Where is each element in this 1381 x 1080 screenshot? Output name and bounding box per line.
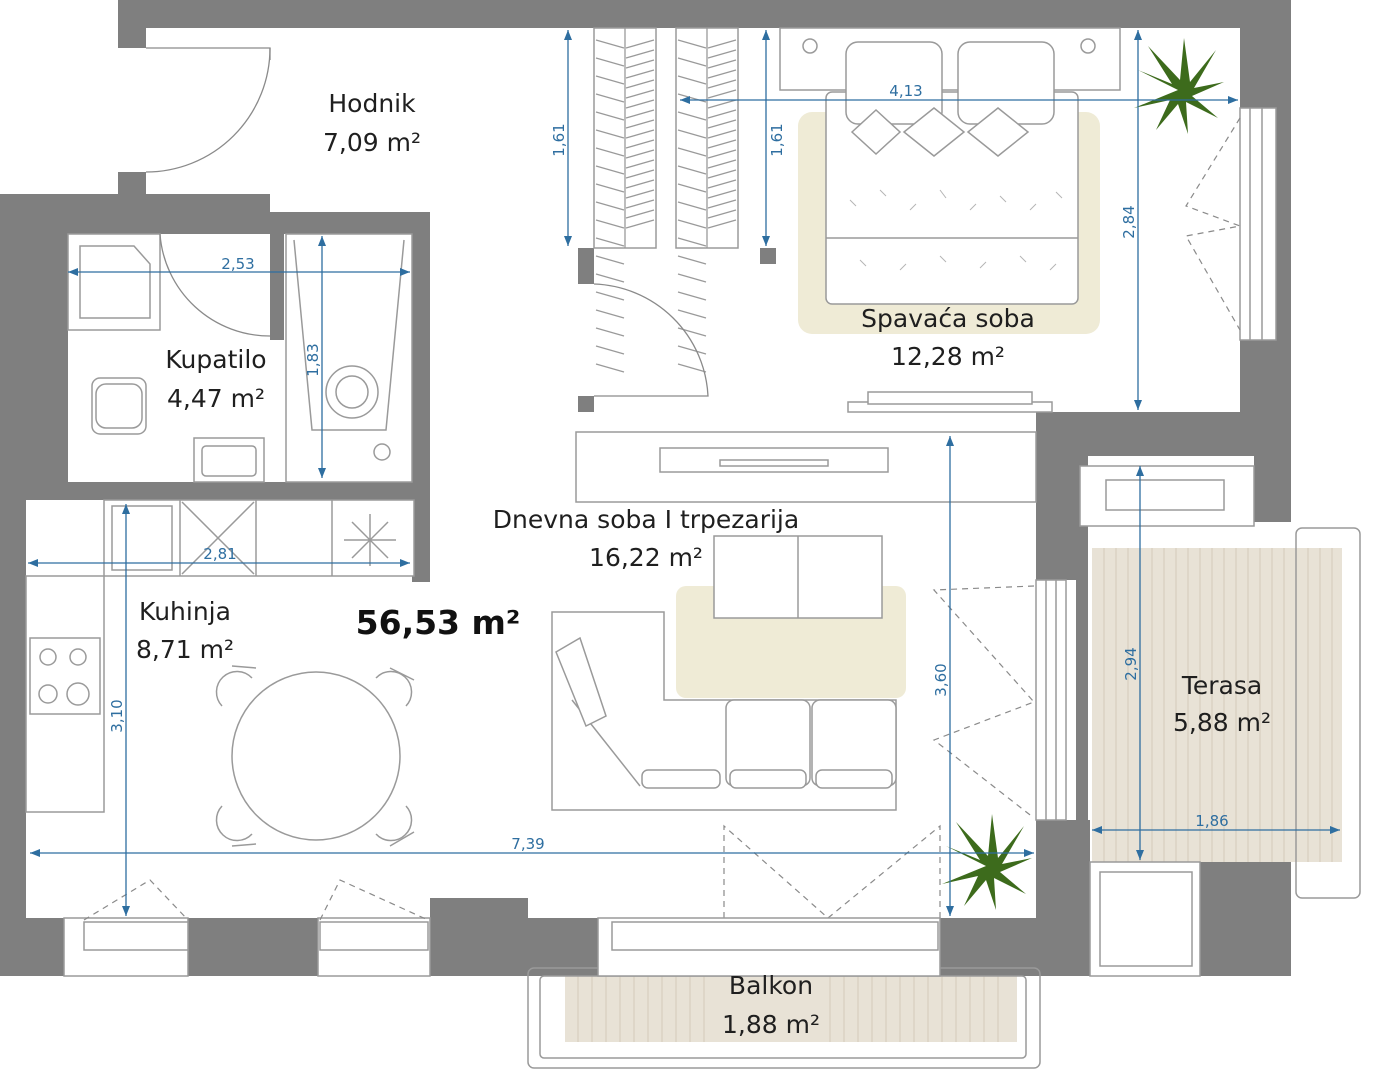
dimension-lines [28,30,1340,916]
dimension-labels: 2,53 1,83 1,61 1,61 4,13 2,84 2,81 3,10 … [108,82,1229,853]
room-area-hodnik: 7,09 m² [323,128,421,157]
floors [527,527,1361,1069]
balcony-stripes [577,976,999,1042]
room-area-terasa: 5,88 m² [1173,708,1271,737]
bathroom-door [159,233,271,337]
room-area-dnevna: 16,22 m² [589,543,703,572]
dim-wardrobe-left: 1,61 [550,123,568,156]
room-name-terasa: Terasa [1181,671,1262,700]
dim-bath-width: 2,53 [221,255,254,273]
room-labels: Hodnik 7,09 m² Kupatilo 4,47 m² Spavaća … [136,89,1271,1039]
plant-icon [942,38,1224,910]
total-area: 56,53 m² [356,603,521,642]
dim-kitchen-height: 3,10 [108,699,126,732]
dim-terrace-width: 1,86 [1195,812,1228,830]
room-name-kupatilo: Kupatilo [165,345,266,374]
living-furniture [551,431,1067,919]
dim-living-height: 3,60 [932,663,950,696]
wardrobes [593,27,739,397]
room-name-kuhinja: Kuhinja [139,597,231,626]
room-area-kuhinja: 8,71 m² [136,635,234,664]
bedroom-door [593,283,709,397]
kitchen-furniture [25,499,415,847]
dim-bedroom-height: 2,84 [1120,205,1138,238]
dim-bedroom-width: 4,13 [889,82,922,100]
dim-kitchen-width: 2,81 [203,545,236,563]
walls [0,0,1291,976]
bathroom-furniture [67,233,413,483]
dim-total-width: 7,39 [511,835,544,853]
windows [63,465,1255,977]
room-name-dnevna: Dnevna soba I trpezarija [493,505,799,534]
bedroom-furniture [779,27,1277,413]
room-area-kupatilo: 4,47 m² [167,384,265,413]
dim-wardrobe-right: 1,61 [768,123,786,156]
room-name-hodnik: Hodnik [328,89,416,118]
dim-terrace-height: 2,94 [1122,647,1140,680]
snowflake-icon [344,514,396,566]
terrace-floor [1092,548,1342,862]
room-name-spavaca: Spavaća soba [861,304,1035,333]
hall-area [145,47,271,173]
entrance-door [145,47,271,173]
room-name-balkon: Balkon [729,971,813,1000]
room-area-balkon: 1,88 m² [722,1010,820,1039]
dim-bath-height: 1,83 [304,343,322,376]
room-area-spavaca: 12,28 m² [891,342,1005,371]
